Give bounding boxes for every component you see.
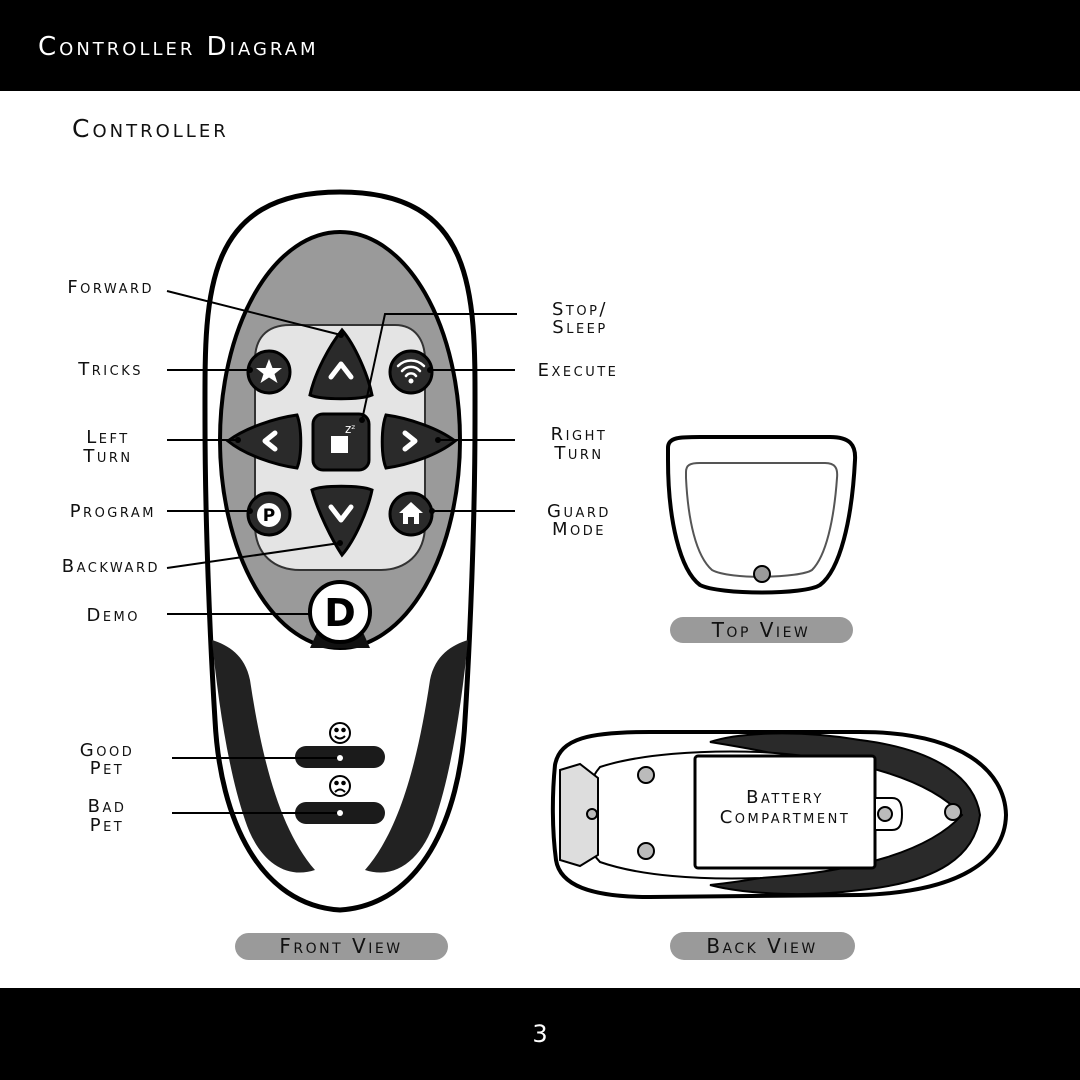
chevron-up-icon [328,361,354,380]
screw-icon [637,842,655,860]
backward-button[interactable] [310,484,374,558]
screw-icon [877,806,893,822]
top-view-caption: Top View [670,617,853,643]
sleep-icon: zᶻ [345,422,356,436]
stop-sleep-button[interactable]: zᶻ [311,412,371,472]
label-bad-pet-line1: Bad [88,796,127,817]
label-program: Program [70,501,156,522]
top-view-controller [666,435,858,595]
header-bar [0,0,1080,91]
chevron-right-icon [402,430,418,452]
demo-letter: D [324,591,356,635]
front-view-caption: Front View [235,933,448,960]
label-demo: Demo [86,605,140,626]
label-tricks: Tricks [77,359,143,380]
label-battery-line1: Battery [746,787,824,808]
smiley-icon [329,722,351,744]
program-letter: P [263,506,275,526]
tricks-button[interactable] [246,349,292,395]
execute-button[interactable] [388,349,434,395]
footer-bar [0,988,1080,1080]
screw-icon [586,808,598,820]
chevron-down-icon [328,504,354,523]
forward-button[interactable] [308,327,374,401]
label-battery-line2: Compartment [720,807,851,828]
label-forward: Forward [67,277,154,298]
leader-dots [235,332,441,816]
ir-emitter-icon [753,565,771,583]
label-stop-sleep-line2: Sleep [552,317,607,338]
top-view-caption-text: Top View [711,618,811,642]
left-turn-button[interactable] [225,413,303,470]
leader-lines [166,290,517,814]
page-title: Controller Diagram [38,32,319,62]
back-view-controller: Battery Compartment [550,730,1009,900]
page-number: 3 [532,1020,548,1048]
left-grip [212,640,315,873]
label-good-pet-line2: Pet [90,758,125,779]
chevron-left-icon [262,430,278,452]
label-right-turn-line1: Right [551,424,608,445]
guard-mode-button[interactable] [388,491,434,537]
frown-icon [329,775,351,797]
star-icon [256,359,282,383]
label-guard-mode-line2: Mode [552,519,606,540]
label-stop-sleep-line1: Stop/ [552,299,608,320]
label-good-pet-line1: Good [80,740,134,761]
label-right-turn-line2: Turn [553,443,603,464]
front-view-controller: zᶻ P [202,189,478,913]
back-view-caption: Back View [670,932,855,960]
right-grip [365,640,468,873]
screw-icon [944,803,962,821]
back-view-caption-text: Back View [706,934,817,958]
home-icon [399,502,423,524]
right-turn-button[interactable] [380,413,458,470]
wifi-icon [396,359,426,378]
demo-button[interactable]: D [308,580,372,648]
label-left-turn-line1: Left [86,427,129,448]
label-backward: Backward [62,556,160,577]
program-button[interactable]: P [246,491,292,537]
section-title: Controller [72,114,229,143]
front-view-caption-text: Front View [279,934,402,958]
screw-icon [637,766,655,784]
label-execute: Execute [538,360,619,381]
stop-icon [331,436,348,453]
label-guard-mode-line1: Guard [547,501,611,522]
label-bad-pet-line2: Pet [90,815,125,836]
label-left-turn-line2: Turn [82,446,132,467]
